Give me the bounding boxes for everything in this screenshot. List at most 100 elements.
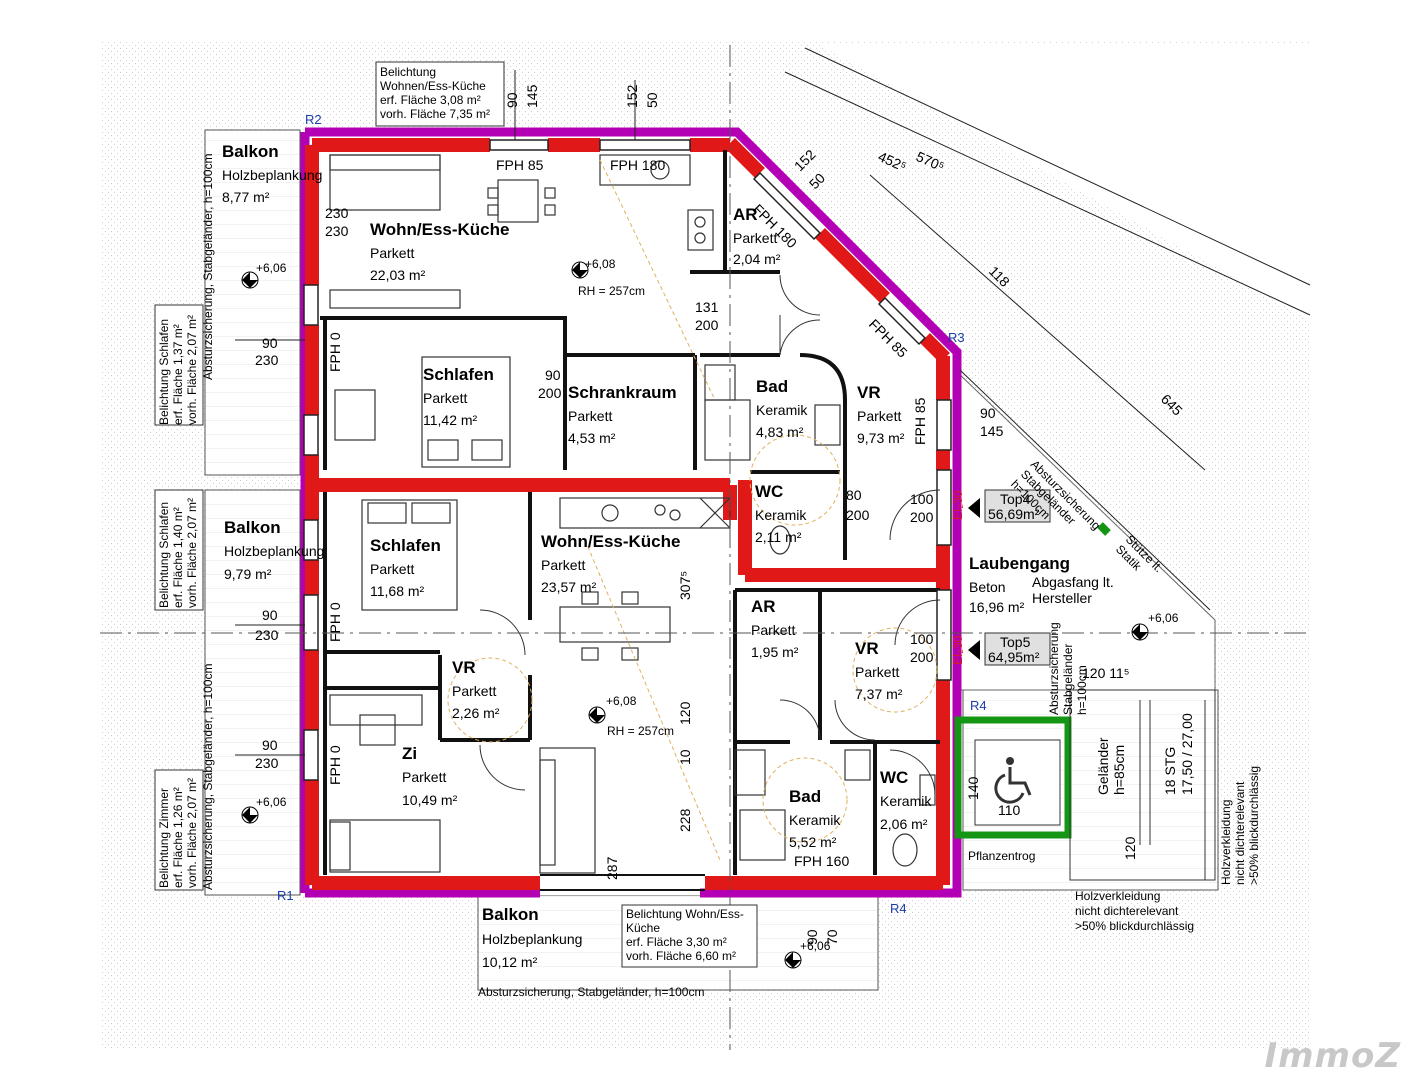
dim-228: 228	[677, 808, 693, 832]
note-bel-wohn-bot-2: Küche	[626, 921, 660, 935]
dim-230b: 230	[325, 223, 349, 239]
room-bad-bot: Bad Keramik 5,52 m² FPH 160	[789, 787, 849, 869]
room-name: Schlafen	[423, 365, 494, 384]
note-bel-wohn-bot-1: Belichtung Wohn/Ess-	[626, 907, 744, 921]
note-bel-schlafen-top-3: vorh. Fläche 2,07 m²	[185, 315, 199, 425]
room-floor: Parkett	[452, 683, 496, 699]
watermark-logo: ImmoZ	[1264, 1036, 1401, 1076]
note-bel-schlafen-bot-3: vorh. Fläche 2,07 m²	[185, 498, 199, 608]
room-wohn-bot: Wohn/Ess-Küche Parkett 23,57 m²	[541, 532, 680, 595]
furniture	[329, 154, 936, 874]
room-balkon-s: Balkon Holzbeplankung 10,12 m²	[482, 905, 582, 970]
room-area: 4,53 m²	[568, 430, 616, 446]
note-absturz-w-bottom: Absturzsicherung, Stabgeländer, h=100cm	[201, 664, 215, 890]
level-1: +6,06	[256, 261, 287, 275]
room-name: Zi	[402, 744, 417, 763]
dim-140: 140	[965, 776, 981, 800]
room-area: 10,12 m²	[482, 954, 538, 970]
room-floor: Holzbeplankung	[222, 167, 322, 183]
dim-307: 307⁵	[677, 571, 693, 600]
dim-100-200b-1: 100	[910, 631, 934, 647]
ref-r4b: R4	[890, 901, 907, 916]
note-stair-dim: 17,50 / 27,00	[1179, 713, 1195, 795]
room-floor: Keramik	[756, 402, 808, 418]
room-vr-bot: VR Parkett 7,37 m²	[855, 639, 903, 702]
room-floor: Keramik	[880, 793, 932, 809]
ref-r3: R3	[948, 330, 965, 345]
room-name: AR	[751, 597, 776, 616]
room-wc-top: WC Keramik 2,11 m²	[755, 482, 807, 545]
dim-fph180-top: FPH 180	[610, 157, 665, 173]
note-bel-zimmer-2: erf. Fläche 1,26 m²	[171, 787, 185, 888]
dim-90-70-a: 90	[804, 929, 820, 945]
note-bel-wohn-bot-4: vorh. Fläche 6,60 m²	[626, 949, 736, 963]
note-holz-vert-3: >50% blickdurchlässig	[1247, 766, 1261, 885]
room-vr-small: VR Parkett 2,26 m²	[452, 658, 500, 721]
dim-120-v: 120	[1122, 836, 1138, 860]
dim-131-200: 200	[695, 317, 719, 333]
room-area: 2,26 m²	[452, 705, 500, 721]
note-holz-vert-2: nicht dichterelevant	[1233, 781, 1247, 885]
room-area: 11,68 m²	[370, 583, 425, 599]
level-5: +6,06	[1148, 611, 1179, 625]
room-name: WC	[755, 482, 783, 501]
dim-287: 287	[604, 856, 620, 880]
note-gelaender-2: h=85cm	[1111, 745, 1127, 795]
room-name: VR	[855, 639, 879, 658]
note-bel-wohn-top-3: erf. Fläche 3,08 m²	[380, 93, 481, 107]
dim-100-200b-2: 200	[910, 649, 934, 665]
room-name: VR	[857, 383, 881, 402]
room-area: 10,49 m²	[402, 792, 458, 808]
room-floor: Parkett	[568, 408, 612, 424]
turning-circles	[447, 159, 938, 861]
room-name: Balkon	[222, 142, 279, 161]
room-area: 16,96 m²	[969, 599, 1025, 615]
dim-90-230c-2: 230	[255, 755, 279, 771]
room-wohn-top: Wohn/Ess-Küche Parkett 22,03 m²	[370, 220, 509, 283]
dim-80-200-1: 80	[846, 487, 862, 503]
note-absturz-s: Absturzsicherung, Stabgeländer, h=100cm	[478, 985, 704, 999]
ei30-top: EI₂30	[951, 490, 965, 520]
dim-w1b: 145	[524, 84, 540, 108]
note-bel-schlafen-bot-2: erf. Fläche 1,40 m²	[171, 507, 185, 608]
level-3: +6,06	[256, 795, 287, 809]
note-bel-schlafen-top-1: Belichtung Schlafen	[157, 319, 171, 425]
dim-90-145-2: 145	[980, 423, 1004, 439]
room-ar-bot: AR Parkett 1,95 m²	[751, 597, 799, 660]
room-floor: Parkett	[857, 408, 901, 424]
level-4: +6,08	[606, 694, 637, 708]
dim-90-200-1: 90	[545, 367, 561, 383]
room-floor: Parkett	[751, 622, 795, 638]
level-2: +6,08	[585, 257, 616, 271]
note-absturz-w-top: Absturzsicherung, Stabgeländer, h=100cm	[201, 154, 215, 380]
room-name: WC	[880, 768, 908, 787]
room-floor: Keramik	[755, 507, 807, 523]
room-extra: FPH 160	[794, 853, 849, 869]
dim-230a: 230	[325, 205, 349, 221]
dim-80-200-2: 200	[846, 507, 870, 523]
room-floor: Parkett	[733, 230, 777, 246]
room-name: Balkon	[482, 905, 539, 924]
dim-120: 120	[677, 701, 693, 725]
room-floor: Holzbeplankung	[482, 931, 582, 947]
unit-top5-label: Top5	[1000, 634, 1031, 650]
note-box-borders	[154, 61, 758, 968]
note-absturz-lauben-1: Absturzsicherung	[1047, 622, 1061, 715]
room-name: Balkon	[224, 518, 281, 537]
note-absturz-lauben-2: Stabgeländer	[1061, 644, 1075, 715]
room-name: Wohn/Ess-Küche	[541, 532, 680, 551]
ei30-bot: EI₂30	[951, 635, 965, 665]
room-schlafen-bot: Schlafen Parkett 11,68 m²	[370, 536, 441, 599]
note-holz-bottom-1: Holzverkleidung	[1075, 889, 1160, 903]
room-floor: Holzbeplankung	[224, 543, 324, 559]
room-floor: Keramik	[789, 812, 841, 828]
room-vr-top: VR Parkett 9,73 m²	[857, 383, 905, 446]
level-6: +6,06	[800, 939, 831, 953]
ref-r1: R1	[277, 888, 294, 903]
dimension-lines	[100, 45, 1311, 1050]
unit-boxes	[968, 489, 1051, 666]
room-name: Bad	[756, 377, 788, 396]
room-floor: Beton	[969, 579, 1006, 595]
dim-110: 110	[998, 802, 1021, 818]
